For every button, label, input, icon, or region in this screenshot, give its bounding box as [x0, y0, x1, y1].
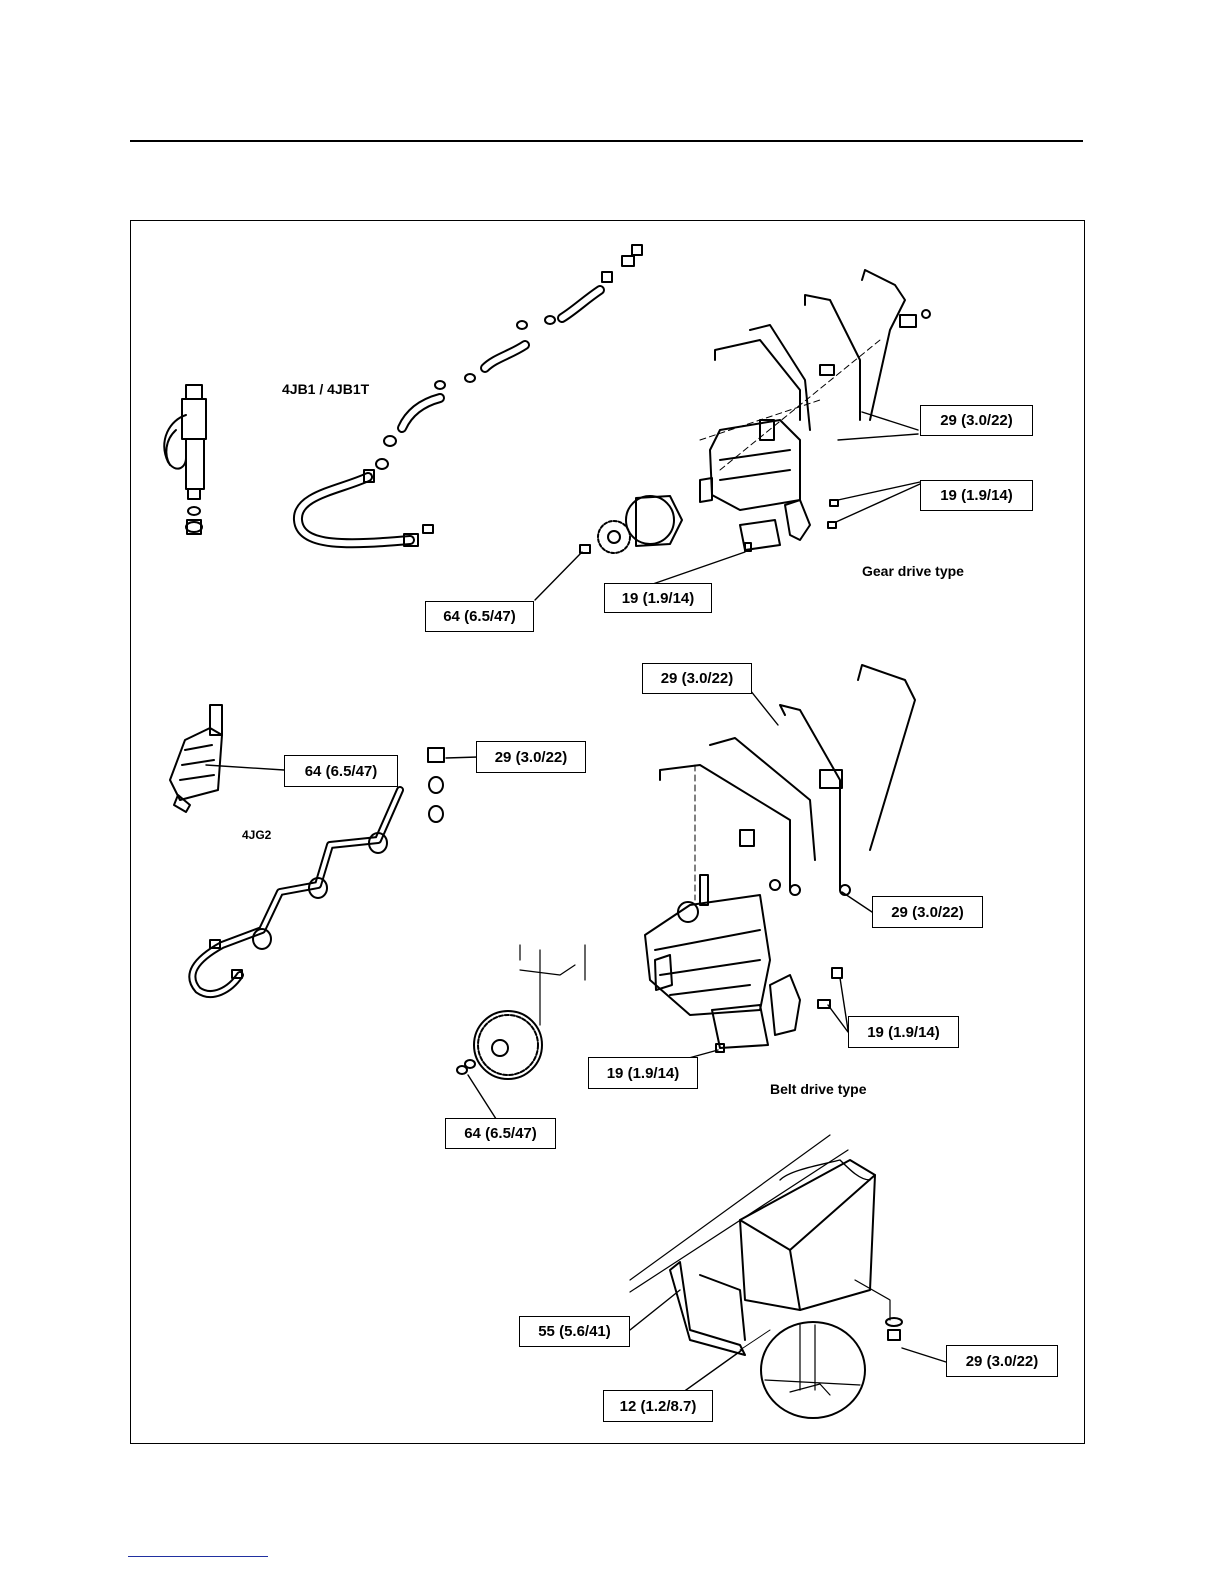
nozzle-holder-4jb1-illustration	[164, 385, 206, 534]
torque-tag-belt-bracket-bolts: 19 (1.9/14)	[848, 1016, 959, 1048]
torque-tag-belt-pipe-right: 29 (3.0/22)	[872, 896, 983, 928]
footer-rule	[128, 1556, 268, 1557]
torque-tag-tank-bracket: 55 (5.6/41)	[519, 1316, 630, 1347]
torque-tag-belt-bracket-lower: 19 (1.9/14)	[588, 1057, 698, 1089]
engine-label-4jb1: 4JB1 / 4JB1T	[282, 381, 369, 397]
gear-drive-label: Gear drive type	[862, 563, 964, 579]
torque-tag-nozzle-cap: 29 (3.0/22)	[476, 741, 586, 773]
belt-drive-label: Belt drive type	[770, 1081, 866, 1097]
torque-tag-tank-drain-plug: 29 (3.0/22)	[946, 1345, 1058, 1377]
torque-tag-gear-pipe: 29 (3.0/22)	[920, 405, 1033, 436]
torque-tag-gear-bracket-bolts: 19 (1.9/14)	[920, 480, 1033, 511]
torque-tag-gear-nut: 64 (6.5/47)	[425, 601, 534, 632]
engine-label-4jg2: 4JG2	[242, 828, 271, 842]
torque-tag-tank-strap: 12 (1.2/8.7)	[603, 1390, 713, 1422]
torque-tag-nozzle-holder: 64 (6.5/47)	[284, 755, 398, 787]
torque-tag-belt-pipe-top: 29 (3.0/22)	[642, 663, 752, 694]
gear-drive-pump-illustration	[580, 270, 930, 553]
fuel-tank-illustration	[630, 1135, 902, 1418]
torque-tag-gear-bracket-lower: 19 (1.9/14)	[604, 583, 712, 613]
torque-tag-pulley-nut: 64 (6.5/47)	[445, 1118, 556, 1149]
leader-lines	[206, 412, 946, 1405]
nozzle-holder-4jg2-illustration	[170, 705, 222, 812]
